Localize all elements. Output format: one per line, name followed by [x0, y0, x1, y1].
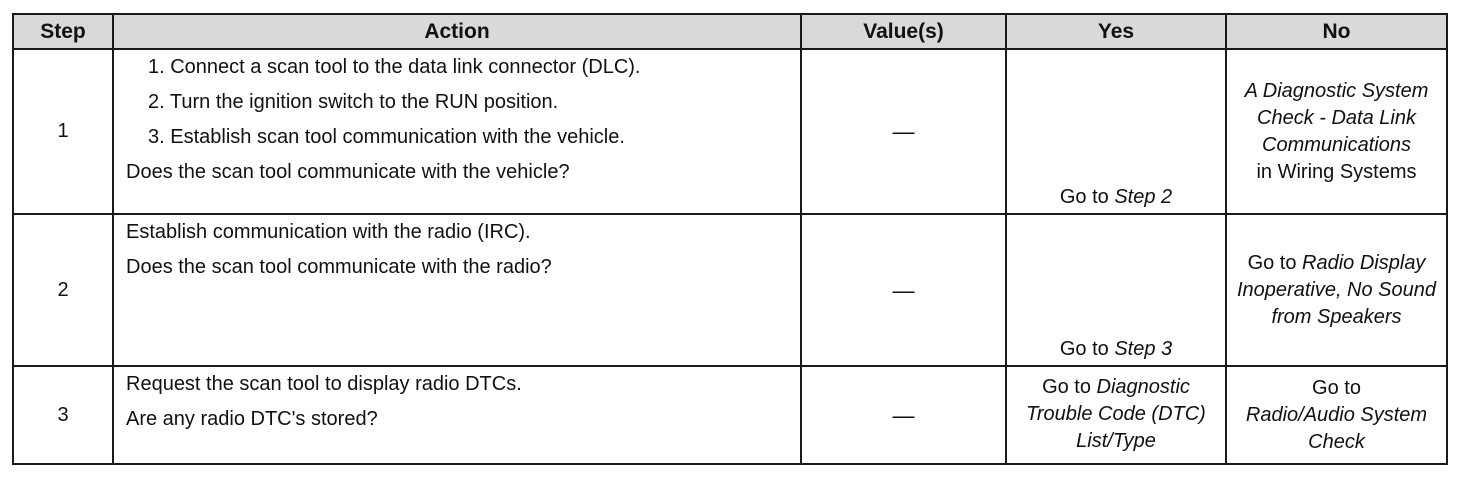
diagnostic-table-container: Step Action Value(s) Yes No 1 1. Connect… — [12, 13, 1448, 465]
yes-prefix: Go to — [1059, 186, 1109, 208]
step-number: 1 — [12, 48, 114, 215]
table-row: 1 1. Connect a scan tool to the data lin… — [12, 48, 1448, 215]
action-question: Does the scan tool communicate with the … — [126, 256, 552, 278]
action-line: Establish communication with the radio (… — [126, 221, 531, 243]
yes-link[interactable]: Step 3 — [1114, 338, 1173, 360]
value-cell: — — [800, 213, 1007, 367]
header-no: No — [1225, 13, 1448, 50]
no-link[interactable]: A Diagnostic System Check - Data Link Co… — [1244, 79, 1429, 156]
action-line: Request the scan tool to display radio D… — [126, 373, 522, 395]
action-cell: Request the scan tool to display radio D… — [112, 365, 802, 465]
action-cell: Establish communication with the radio (… — [112, 213, 802, 367]
no-prefix: Go to — [1247, 251, 1297, 274]
header-action: Action — [112, 13, 802, 50]
header-step: Step — [12, 13, 114, 50]
yes-prefix: Go to — [1059, 338, 1109, 360]
action-question: Does the scan tool communicate with the … — [126, 161, 570, 183]
action-cell: 1. Connect a scan tool to the data link … — [112, 48, 802, 215]
step-number: 3 — [12, 365, 114, 465]
yes-cell: Go to Step 2 — [1005, 48, 1227, 215]
yes-prefix: Go to — [1042, 375, 1091, 398]
value-cell: — — [800, 48, 1007, 215]
yes-link[interactable]: Diagnostic Trouble Code (DTC) List/Type — [1026, 375, 1206, 452]
header-values: Value(s) — [800, 13, 1007, 50]
table-row: 3 Request the scan tool to display radio… — [12, 365, 1448, 465]
action-step: 3. Establish scan tool communication wit… — [148, 126, 625, 148]
table-header-row: Step Action Value(s) Yes No — [12, 13, 1448, 50]
value-cell: — — [800, 365, 1007, 465]
no-link[interactable]: Radio/Audio System Check — [1245, 403, 1428, 453]
no-link[interactable]: Radio Display Inoperative, No Sound from… — [1236, 251, 1437, 328]
yes-cell: Go to Step 3 — [1005, 213, 1227, 367]
diagnostic-table: Step Action Value(s) Yes No 1 1. Connect… — [12, 13, 1448, 465]
no-suffix: in Wiring Systems — [1256, 160, 1417, 183]
action-step: 1. Connect a scan tool to the data link … — [148, 56, 641, 78]
no-prefix: Go to — [1312, 376, 1361, 399]
action-step: 2. Turn the ignition switch to the RUN p… — [148, 91, 559, 113]
no-cell: A Diagnostic System Check - Data Link Co… — [1225, 48, 1448, 215]
action-question: Are any radio DTC's stored? — [126, 408, 378, 430]
no-cell: Go to Radio/Audio System Check — [1225, 365, 1448, 465]
header-yes: Yes — [1005, 13, 1227, 50]
no-cell: Go to Radio Display Inoperative, No Soun… — [1225, 213, 1448, 367]
yes-link[interactable]: Step 2 — [1114, 186, 1173, 208]
yes-cell: Go to Diagnostic Trouble Code (DTC) List… — [1005, 365, 1227, 465]
step-number: 2 — [12, 213, 114, 367]
table-row: 2 Establish communication with the radio… — [12, 213, 1448, 367]
action-steps-list: 1. Connect a scan tool to the data link … — [126, 54, 790, 151]
